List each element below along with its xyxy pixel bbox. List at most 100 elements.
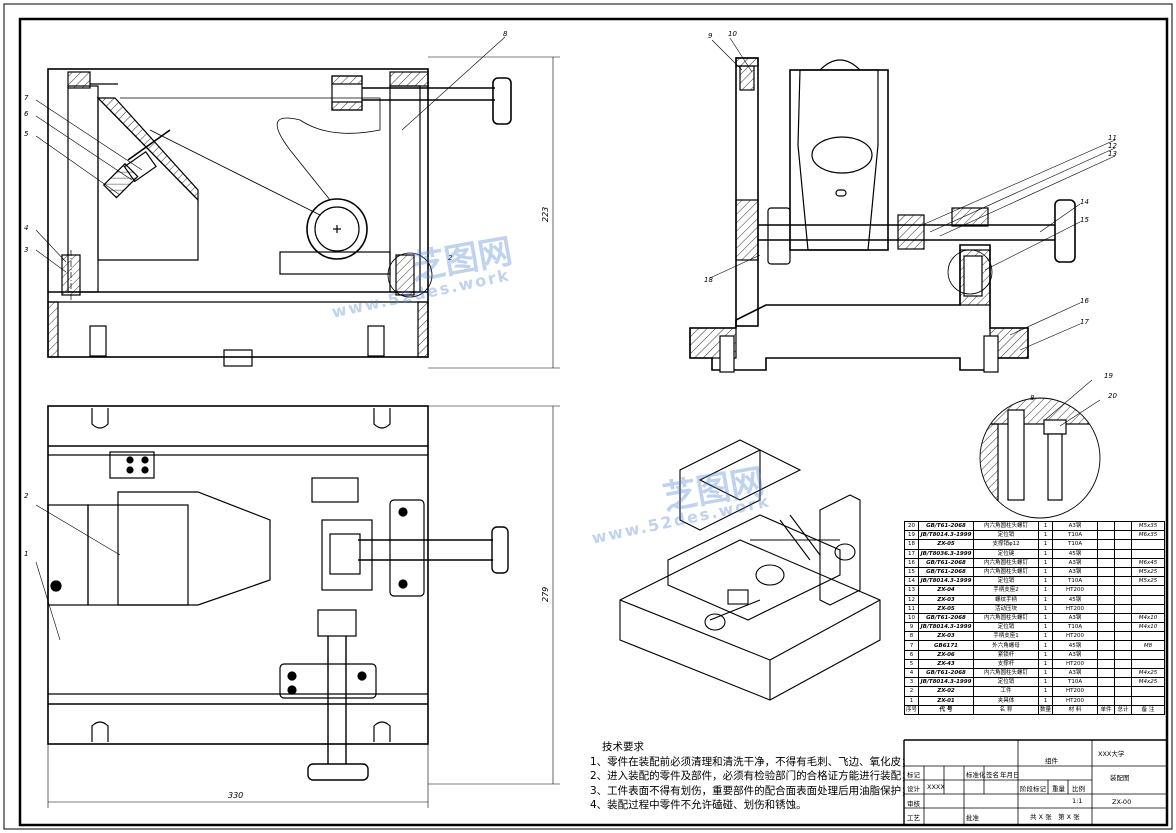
balloon-front-5: 5: [24, 130, 29, 138]
bom-cell-empty: [1114, 622, 1133, 633]
balloon-top-1: 1: [24, 550, 28, 558]
bom-cell-rem: [1131, 594, 1166, 605]
bom-cell-empty: [1114, 576, 1133, 587]
bom-cell-qty: 1: [1038, 631, 1054, 642]
bom-cell-empty: [1097, 566, 1116, 578]
bom-header-row: 序号代 号名 称数量材 料单件总计备 注: [903, 704, 1166, 715]
bom-header-no: 序号: [903, 704, 920, 715]
sheet-info: 共 X 张 第 X 张: [1030, 813, 1080, 821]
bom-cell-mat: A3钢: [1052, 566, 1099, 578]
bom-cell-empty: [1097, 603, 1116, 614]
balloon-front-2: 2: [448, 254, 453, 262]
bom-cell-empty: [1097, 686, 1116, 697]
bom-cell-rem: M4x25: [1131, 667, 1166, 679]
tech-item-1: 1、零件在装配前必须清理和清洗干净，不得有毛刺、飞边、氧化皮；: [590, 755, 912, 768]
bom-cell-name: 内六角圆柱头螺钉: [973, 667, 1040, 679]
bom-cell-qty: 1: [1038, 695, 1054, 706]
bom-cell-empty: [1097, 640, 1116, 651]
bom-cell-code: GB/T61-2068: [918, 520, 975, 532]
bom-cell-code: ZX-05: [918, 603, 975, 614]
bom-cell-empty: [1097, 667, 1116, 679]
bom-cell-no: 19: [903, 530, 920, 541]
bom-cell-mat: T10A: [1052, 576, 1099, 587]
bom-cell-empty: [1097, 557, 1116, 568]
bom-cell-empty: [1097, 585, 1116, 596]
bom-cell-empty: [1114, 686, 1133, 697]
bom-cell-no: 9: [903, 622, 920, 633]
balloon-side-9: 9: [708, 32, 713, 40]
bom-cell-rem: M5x35: [1131, 520, 1166, 532]
bom-cell-code: ZX-03: [918, 631, 975, 642]
bom-header-code: 代 号: [918, 704, 975, 715]
date-label: 年月日: [1000, 771, 1020, 779]
approve-label: 批准: [966, 814, 979, 822]
bom-cell-name: 螺纹手柄: [973, 594, 1040, 605]
bom-cell-mat: T10A: [1052, 530, 1099, 541]
bom-cell-empty: [1097, 530, 1116, 541]
bom-cell-no: 15: [903, 566, 920, 578]
scale-label: 比例: [1072, 785, 1085, 793]
bom-cell-qty: 1: [1038, 585, 1054, 596]
drawing-frame: [18, 17, 1169, 827]
bom-cell-empty: [1097, 631, 1116, 642]
sign-label: 签名: [986, 771, 999, 779]
balloon-detail-8: 8: [1030, 394, 1035, 402]
bom-cell-no: 16: [903, 557, 920, 568]
side-view: [689, 37, 1116, 373]
bom-cell-name: 夹具体: [973, 695, 1040, 706]
bom-cell-empty: [1114, 612, 1133, 624]
tech-item-2: 2、进入装配的零件及部件，必须有检验部门的合格证方能进行装配；: [590, 770, 912, 782]
dim-height-top: 279: [541, 587, 550, 602]
balloon-front-3: 3: [24, 246, 28, 254]
bom-cell-empty: [1114, 557, 1133, 568]
bom-cell-rem: M6x45: [1131, 557, 1166, 568]
bom-cell-mat: T10A: [1052, 622, 1099, 633]
review-label: 审核: [907, 800, 920, 808]
bom-header-mat: 材 料: [1052, 704, 1099, 715]
bom-cell-code: JB/T8014.3-1999: [918, 530, 975, 541]
bom-cell-rem: [1131, 631, 1166, 642]
bom-cell-rem: M5x25: [1131, 566, 1166, 578]
bom-cell-name: 工件: [973, 686, 1040, 697]
bom-cell-mat: HT200: [1052, 658, 1099, 670]
bom-cell-qty: 1: [1038, 667, 1054, 679]
bom-cell-mat: HT200: [1052, 585, 1099, 596]
bom-header-single: 单件: [1097, 704, 1116, 715]
bom-cell-no: 7: [903, 640, 920, 651]
balloon-front-6: 6: [24, 110, 29, 118]
balloon-side-15: 15: [1080, 216, 1089, 224]
bom-cell-rem: [1131, 548, 1166, 559]
designer-value: XXXX: [927, 783, 945, 791]
bom-cell-code: ZX-03: [918, 594, 975, 605]
bom-cell-qty: 1: [1038, 557, 1054, 568]
bom-cell-mat: HT200: [1052, 695, 1099, 706]
bom-cell-no: 20: [903, 520, 920, 532]
bom-cell-empty: [1114, 658, 1133, 670]
bom-cell-rem: [1131, 585, 1166, 596]
bom-cell-qty: 1: [1038, 677, 1054, 688]
bom-cell-no: 18: [903, 539, 920, 550]
bom-cell-qty: 1: [1038, 548, 1054, 559]
bom-cell-empty: [1114, 603, 1133, 614]
bom-cell-qty: 1: [1038, 686, 1054, 697]
dimension-labels: 223 279 330: [228, 207, 550, 800]
technical-requirements: 技术要求 1、零件在装配前必须清理和清洗干净，不得有毛刺、飞边、氧化皮； 2、进…: [590, 740, 912, 813]
balloon-labels: 8 7 6 5 4 3 2 9 10 11 12 13 14 15 16 17 …: [24, 30, 1117, 558]
bom-cell-name: 定位销: [973, 530, 1040, 541]
bom-cell-rem: M4x10: [1131, 612, 1166, 624]
bom-cell-no: 11: [903, 603, 920, 614]
bom-cell-empty: [1114, 585, 1133, 596]
weight-label: 重量: [1052, 785, 1065, 793]
bom-cell-mat: 45钢: [1052, 640, 1099, 651]
bom-cell-name: 紧锁杆: [973, 649, 1040, 660]
designer-label: 设计: [907, 785, 920, 793]
bom-cell-rem: [1131, 539, 1166, 550]
bom-cell-code: GB/T61-2068: [918, 566, 975, 578]
